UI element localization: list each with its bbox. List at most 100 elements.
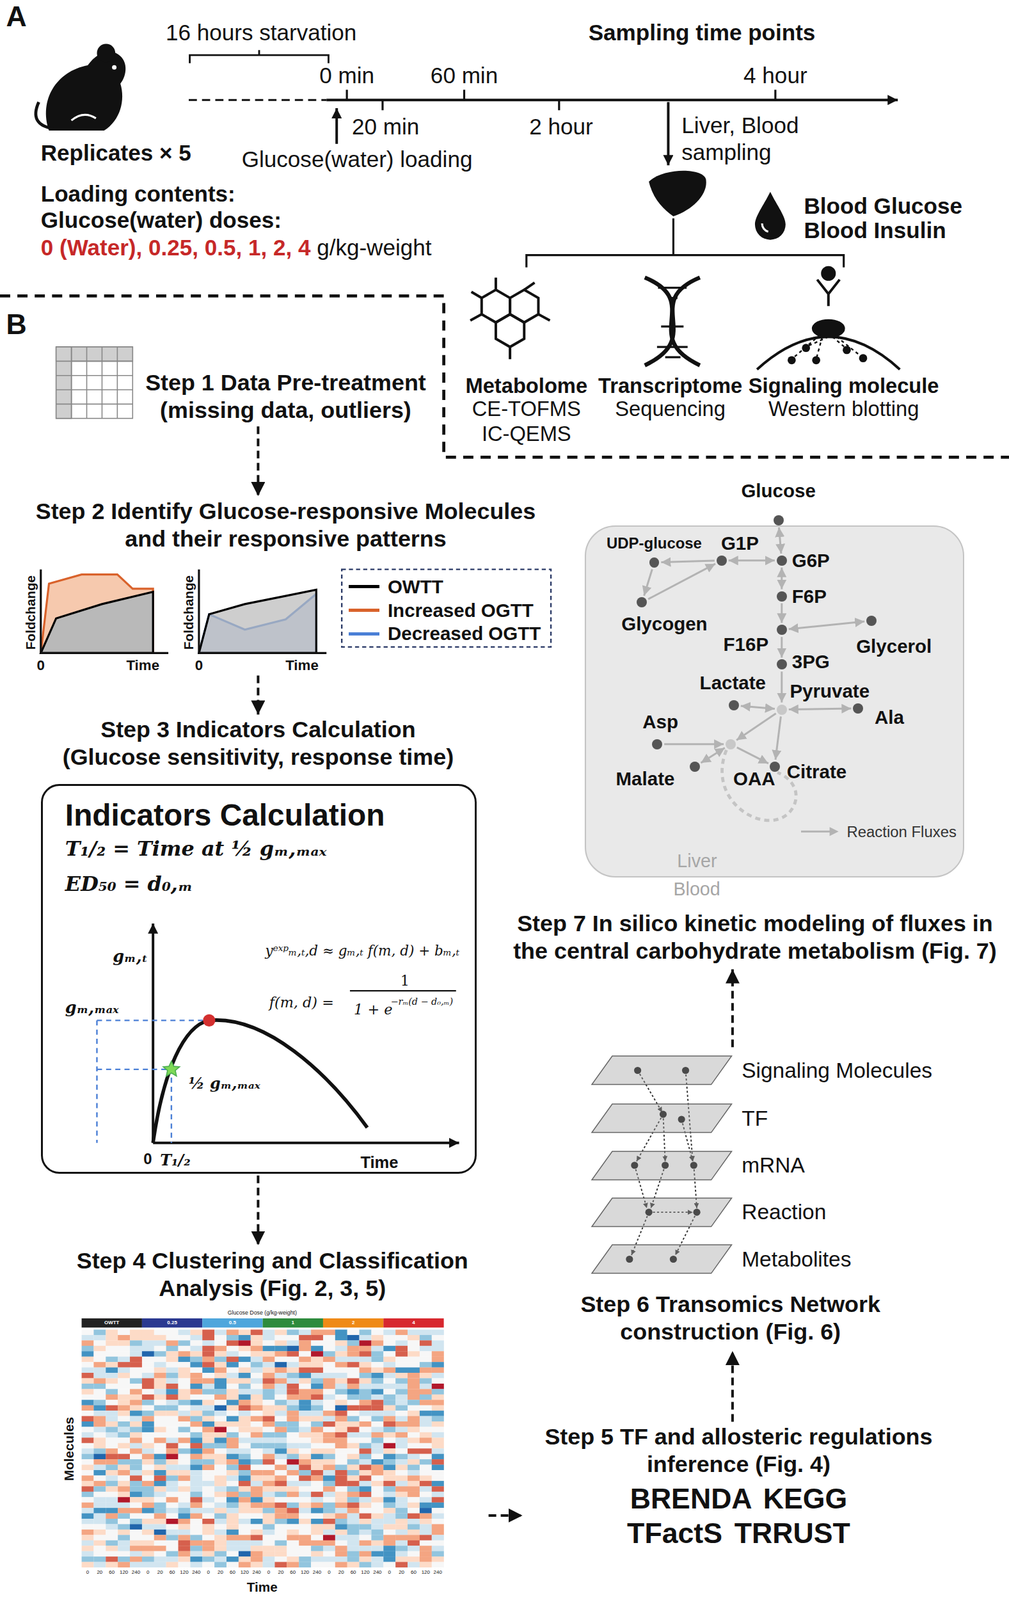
heatmap-cell <box>286 1442 299 1449</box>
heatmap-cell <box>383 1356 396 1363</box>
heatmap-cell <box>359 1458 372 1465</box>
heatmap-cell <box>154 1464 167 1471</box>
node-text: Step 3 Indicators Calculation (Glucose s… <box>55 715 462 771</box>
mouse-icon <box>35 44 126 132</box>
heatmap-cell <box>226 1339 239 1346</box>
heatmap-cell <box>359 1339 372 1346</box>
heatmap-cell <box>81 1507 95 1514</box>
omics-layer: Metabolites <box>591 1244 732 1274</box>
heatmap-cell <box>383 1502 396 1509</box>
heatmap-cell <box>323 1485 336 1492</box>
heatmap-cell <box>262 1507 276 1514</box>
heatmap-cell <box>298 1437 311 1443</box>
heatmap-cell <box>214 1480 227 1487</box>
heatmap-cell <box>347 1502 360 1509</box>
heatmap-cell <box>335 1377 348 1384</box>
heatmap-cell <box>250 1350 263 1357</box>
heatmap-cell <box>238 1350 251 1357</box>
heatmap-cell <box>274 1491 287 1498</box>
heatmap-cell <box>105 1405 118 1411</box>
heatmap-cell <box>298 1367 311 1374</box>
heatmap-cell <box>202 1361 215 1368</box>
heatmap-cell <box>129 1356 143 1363</box>
heatmap-cell <box>347 1523 360 1530</box>
heatmap-cell <box>81 1334 95 1341</box>
node-text: ½ gₘ,ₘₐₓ <box>188 1074 261 1093</box>
heatmap-cell <box>154 1437 167 1443</box>
heatmap-cell <box>117 1383 130 1390</box>
metabolite-node: Lactate <box>728 699 739 711</box>
heatmap-cell <box>347 1561 360 1568</box>
heatmap-cell <box>274 1513 287 1519</box>
heatmap-cell <box>202 1334 215 1341</box>
heatmap-cell <box>81 1561 95 1568</box>
heatmap-cell <box>262 1447 276 1454</box>
heatmap-cell <box>419 1480 432 1487</box>
legend-text: Decreased OGTT <box>387 622 541 645</box>
heatmap-cell <box>142 1394 155 1400</box>
heatmap-cell <box>93 1426 106 1432</box>
heatmap-cell <box>129 1437 143 1443</box>
heatmap-cell <box>323 1561 336 1568</box>
heatmap-cell <box>286 1447 299 1454</box>
heatmap-cell <box>323 1447 336 1454</box>
heatmap-cell <box>142 1491 155 1498</box>
legend-arrow-head <box>829 827 839 837</box>
heatmap-cell <box>371 1496 384 1503</box>
heatmap-cell <box>129 1453 143 1460</box>
heatmap-cell <box>226 1426 239 1432</box>
heatmap-cell <box>105 1556 118 1562</box>
heatmap-cell <box>286 1328 299 1335</box>
heatmap-cell <box>214 1485 227 1492</box>
heatmap-cell <box>407 1345 420 1352</box>
heatmap-cell <box>142 1367 155 1374</box>
heatmap-cell <box>383 1561 396 1568</box>
heatmap-cell <box>395 1453 408 1460</box>
heatmap-cell <box>310 1518 324 1525</box>
heatmap-cell <box>93 1437 106 1443</box>
heatmap-cell <box>166 1513 179 1519</box>
heatmap-cell <box>81 1437 95 1443</box>
heatmap-cell <box>250 1480 263 1487</box>
flux-arrow <box>740 705 775 709</box>
node-text: G6P <box>792 548 830 572</box>
heatmap-cell <box>371 1485 384 1492</box>
heatmap-cell <box>93 1447 106 1454</box>
heatmap-cell <box>142 1356 155 1363</box>
heatmap-cell <box>238 1502 251 1509</box>
annotation-label: 120 <box>240 1568 249 1576</box>
step-block: Step 7 In silico kinetic modeling of flu… <box>504 479 1005 967</box>
heatmap-cell <box>250 1496 263 1503</box>
heatmap-cell <box>419 1540 432 1546</box>
heatmap-cell <box>286 1523 299 1530</box>
flux-arrow <box>644 569 653 596</box>
heatmap-cell <box>117 1523 130 1530</box>
heatmap-cell <box>214 1496 227 1503</box>
heatmap-cell <box>166 1453 179 1460</box>
heatmap-cell <box>190 1502 203 1509</box>
heatmap-cell <box>347 1540 360 1546</box>
heatmap-cell <box>178 1502 191 1509</box>
heatmap-cell <box>250 1550 263 1557</box>
heatmap-cell <box>359 1485 372 1492</box>
heatmap-cell <box>117 1421 130 1427</box>
heatmap-cell <box>298 1361 311 1368</box>
heatmap-cell <box>226 1529 239 1535</box>
heatmap-cell <box>274 1529 287 1535</box>
heatmap-cell <box>431 1394 445 1400</box>
heatmap-cell <box>286 1415 299 1422</box>
heatmap-cell <box>371 1399 384 1406</box>
heatmap-cell <box>226 1437 239 1443</box>
heatmap-cell <box>178 1480 191 1487</box>
heatmap-cell <box>105 1415 118 1422</box>
heatmap-cell <box>431 1437 445 1443</box>
heatmap-cell <box>395 1405 408 1411</box>
heatmap-cell <box>274 1502 287 1509</box>
heatmap-cell <box>178 1447 191 1454</box>
heatmap-cell <box>202 1437 215 1443</box>
heatmap-cell <box>214 1507 227 1514</box>
heatmap-cell <box>286 1469 299 1476</box>
heatmap-cell <box>347 1545 360 1551</box>
heatmap-cell <box>298 1405 311 1411</box>
heatmap-cell <box>105 1431 118 1438</box>
